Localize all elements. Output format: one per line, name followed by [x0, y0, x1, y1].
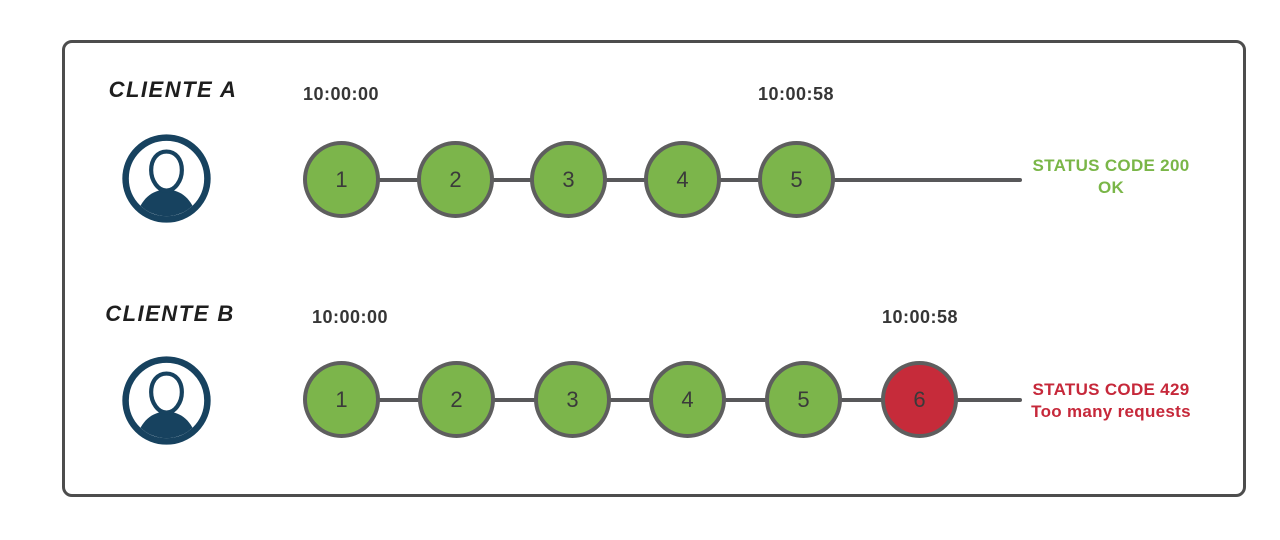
request-circle: 4: [644, 141, 721, 218]
request-circle: 1: [303, 361, 380, 438]
user-avatar-icon: [120, 132, 213, 225]
status-code-text: STATUS CODE 429: [1032, 380, 1190, 399]
timestamp-end: 10:00:58: [757, 84, 835, 104]
client-a-label: CLIENTE A: [108, 77, 238, 102]
diagram-frame: [62, 40, 1246, 497]
status-code-text: STATUS CODE 200: [1032, 156, 1190, 175]
timestamp-start: 10:00:00: [302, 84, 380, 104]
user-avatar-icon: [120, 354, 213, 447]
timestamp-end: 10:00:58: [881, 307, 959, 327]
status-result-ok: STATUS CODE 200 OK: [1026, 155, 1196, 199]
request-circle: 2: [418, 361, 495, 438]
request-circle-rejected: 6: [881, 361, 958, 438]
request-circle: 1: [303, 141, 380, 218]
status-message-text: Too many requests: [1031, 402, 1191, 421]
status-message-text: OK: [1097, 178, 1125, 197]
request-circle: 4: [649, 361, 726, 438]
request-circle: 5: [758, 141, 835, 218]
request-circle: 2: [417, 141, 494, 218]
status-result-error: STATUS CODE 429 Too many requests: [1026, 379, 1196, 423]
client-b-label: CLIENTE B: [105, 301, 235, 326]
timestamp-start: 10:00:00: [311, 307, 389, 327]
request-circle: 3: [534, 361, 611, 438]
request-circle: 5: [765, 361, 842, 438]
request-circle: 3: [530, 141, 607, 218]
